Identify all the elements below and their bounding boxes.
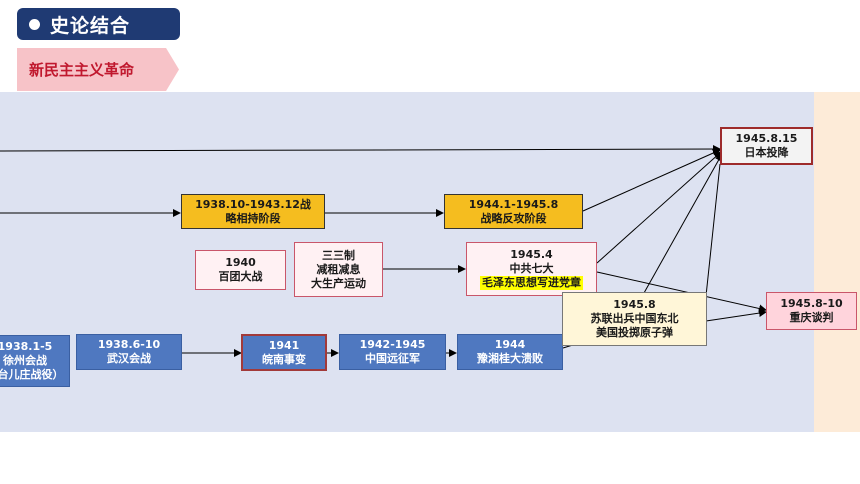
node-seventh-congress: 1945.4 中共七大 毛泽东思想写进党章 (466, 242, 597, 296)
arrow-qida-chongqing (596, 271, 767, 313)
node-xuzhou-battle: 1938.1-5 徐州会战 （台儿庄战役） (0, 335, 70, 387)
node-sulian-line1: 苏联出兵中国东北 (590, 312, 679, 325)
node-counteroffensive-stage: 1944.1-1945.8 战略反攻阶段 (444, 194, 583, 229)
node-qida-date: 1945.4 (510, 248, 553, 261)
node-expeditionary-force: 1942-1945 中国远征军 (339, 334, 446, 370)
node-xiangchi-line2: 略相持阶段 (225, 211, 281, 225)
node-wuhan-battle: 1938.6-10 武汉会战 (76, 334, 182, 370)
node-touxiang-label: 日本投降 (744, 146, 789, 159)
node-yuanzhengjun-label: 中国远征军 (365, 352, 420, 365)
node-stalemate-stage: 1938.10-1943.12战 略相持阶段 (181, 194, 325, 229)
node-sansanzhi-line2: 减租减息 (316, 262, 361, 276)
node-sulian-date: 1945.8 (613, 298, 656, 311)
arrow-fangong-touxiang (582, 149, 721, 212)
section-title: 史论结合 (50, 14, 131, 37)
node-qida-label: 中共七大 (509, 262, 554, 275)
node-sansanzhi-line3: 大生产运动 (311, 276, 366, 290)
node-hundred-regiments: 1940 百团大战 (195, 250, 286, 290)
arrow-sulian-touxiang (643, 153, 723, 294)
node-three-thirds-system: 三三制 减租减息 大生产运动 (294, 242, 383, 297)
node-sansanzhi-line1: 三三制 (322, 248, 355, 262)
bullet-dot-icon (29, 18, 40, 30)
node-touxiang-date: 1945.8.15 (735, 132, 798, 145)
node-japan-surrender: 1945.8.15 日本投降 (720, 127, 813, 165)
arrow-sulian-chongqing (705, 309, 767, 322)
node-chongqing-label: 重庆谈判 (789, 311, 834, 324)
section-header: 史论结合 (17, 8, 180, 40)
node-yuxianggui-label: 豫湘桂大溃败 (477, 352, 543, 365)
arrow-touxiang-chongqing (705, 163, 721, 297)
node-wannan-label: 皖南事变 (262, 352, 306, 366)
node-xuzhou-line1: 徐州会战 (3, 354, 47, 367)
node-fangong-line2: 战略反攻阶段 (480, 211, 547, 225)
node-soviet-atomic: 1945.8 苏联出兵中国东北 美国投掷原子弹 (562, 292, 707, 346)
node-yuxianggui-date: 1944 (494, 338, 526, 351)
node-sulian-line2: 美国投掷原子弹 (596, 326, 673, 339)
node-xiangchi-line1: 1938.10-1943.12战 (195, 197, 311, 211)
node-yuanzhengjun-date: 1942-1945 (359, 338, 426, 351)
node-xuzhou-date: 1938.1-5 (0, 340, 53, 353)
node-yuxianggui-defeat: 1944 豫湘桂大溃败 (457, 334, 563, 370)
node-wannan-incident: 1941 皖南事变 (241, 334, 327, 371)
node-wuhan-label: 武汉会战 (107, 352, 151, 365)
node-chongqing-date: 1945.8-10 (780, 297, 843, 310)
node-fangong-line1: 1944.1-1945.8 (468, 197, 559, 211)
topic-label: 新民主主义革命 (29, 61, 135, 79)
topic-arrow-tag: 新民主主义革命 (17, 48, 179, 91)
node-baituan-date: 1940 (225, 256, 256, 269)
node-wuhan-date: 1938.6-10 (97, 338, 161, 351)
node-qida-highlight: 毛泽东思想写进党章 (480, 276, 583, 290)
arrow-qida-touxiang (596, 151, 722, 264)
node-baituan-label: 百团大战 (218, 270, 263, 283)
node-chongqing-negotiation: 1945.8-10 重庆谈判 (766, 292, 857, 330)
node-xuzhou-line2: （台儿庄战役） (0, 368, 64, 381)
arrow-top-line (0, 145, 721, 154)
node-wannan-date: 1941 (268, 338, 300, 352)
right-edge-panel (814, 92, 860, 432)
